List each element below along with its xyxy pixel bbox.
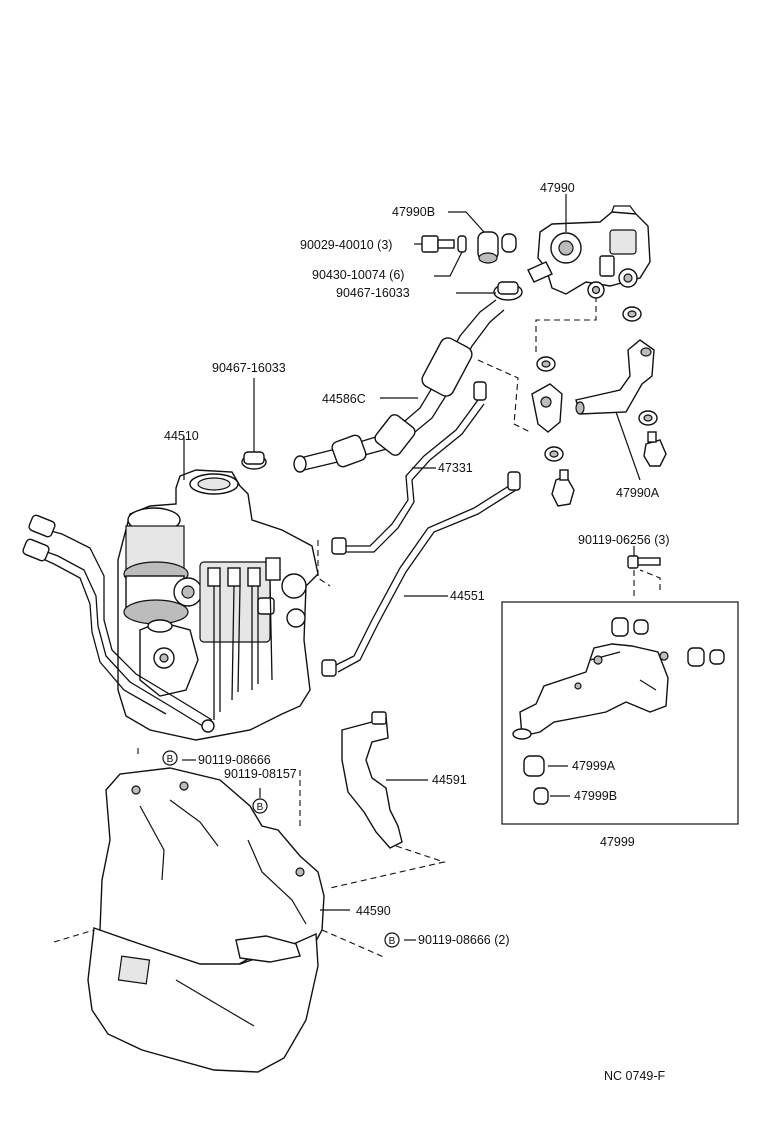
brake-lines-left bbox=[22, 514, 215, 733]
valve-fittings bbox=[531, 306, 667, 507]
marker-b-2: B bbox=[252, 798, 268, 814]
label-47999b: 47999B bbox=[574, 789, 617, 803]
label-44586c: 44586C bbox=[322, 392, 366, 406]
label-47999a: 47999A bbox=[572, 759, 616, 773]
label-leaders bbox=[182, 759, 416, 941]
marker-b-1: B bbox=[162, 750, 178, 766]
figure-code: NC 0749-F bbox=[604, 1069, 665, 1083]
label-90467-16033-upper: 90467-16033 bbox=[336, 286, 410, 300]
tube-44551 bbox=[321, 471, 521, 677]
label-90119-06256: 90119-06256 (3) bbox=[578, 533, 670, 547]
label-90029-40010: 90029-40010 (3) bbox=[300, 238, 392, 252]
label-44551: 44551 bbox=[450, 589, 485, 603]
label-47990a: 47990A bbox=[616, 486, 660, 500]
label-90119-08666-upper: 90119-08666 bbox=[198, 753, 271, 767]
label-90119-08157: 90119-08157 bbox=[224, 767, 297, 781]
label-90430-10074: 90430-10074 (6) bbox=[312, 268, 404, 282]
fitting-47990b bbox=[448, 211, 517, 264]
svg-text:B: B bbox=[257, 802, 264, 813]
clamp-90467-upper bbox=[456, 281, 523, 301]
label-44591: 44591 bbox=[432, 773, 467, 787]
label-47990: 47990 bbox=[540, 181, 575, 195]
label-44590: 44590 bbox=[356, 904, 391, 918]
label-47331: 47331 bbox=[438, 461, 473, 475]
bracket-44591 bbox=[341, 711, 428, 849]
guide-lines bbox=[53, 298, 661, 959]
cover-44590 bbox=[87, 767, 350, 1073]
tube-47331 bbox=[331, 381, 487, 555]
marker-b-3: B bbox=[384, 932, 400, 948]
hose-44586c bbox=[293, 299, 505, 473]
svg-text:B: B bbox=[167, 754, 174, 765]
bolt-90119-06256 bbox=[627, 546, 661, 600]
label-47990b: 47990B bbox=[392, 205, 435, 219]
clamp-90467-lower bbox=[241, 378, 267, 470]
actuator-44510 bbox=[117, 436, 319, 741]
label-90467-16033-lower: 90467-16033 bbox=[212, 361, 286, 375]
bracket-kit-47999 bbox=[501, 601, 739, 825]
label-44510: 44510 bbox=[164, 429, 199, 443]
leader-90430 bbox=[434, 251, 463, 277]
label-47999: 47999 bbox=[600, 835, 635, 849]
svg-text:B: B bbox=[389, 936, 396, 947]
bolt-90029 bbox=[414, 235, 467, 253]
valve-assembly-47990 bbox=[527, 194, 651, 299]
label-90119-08666-lower: 90119-08666 (2) bbox=[418, 933, 510, 947]
